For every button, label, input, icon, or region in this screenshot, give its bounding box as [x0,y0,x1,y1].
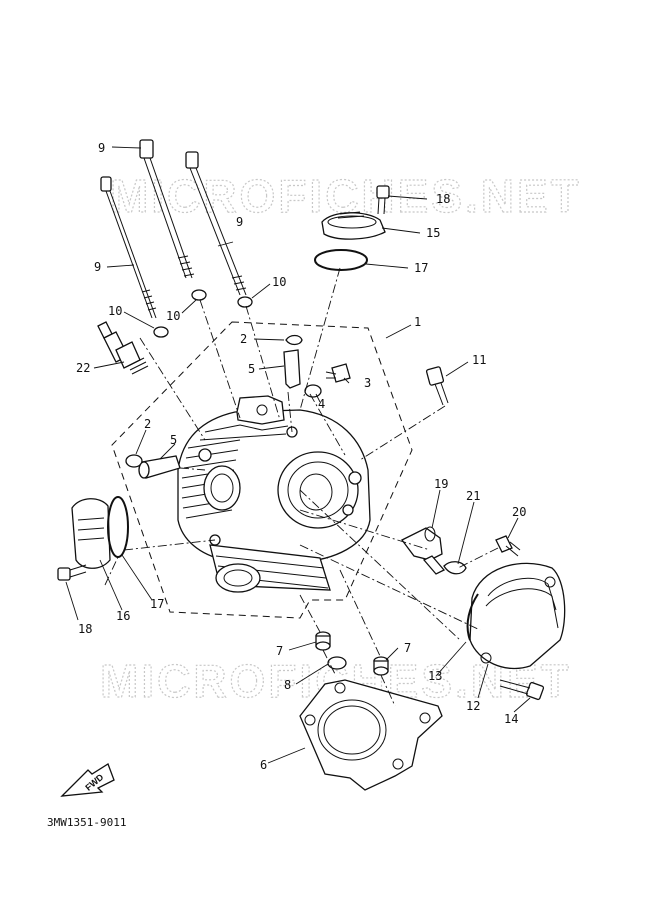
callout-9: 9 [98,141,105,155]
callout-12: 12 [466,699,480,713]
callout-9: 9 [94,260,101,274]
alignment-lines [104,267,499,707]
stud-bolt-center [139,139,195,279]
callout-1: 1 [414,315,421,329]
callout-13: 13 [428,669,442,683]
o-ring-right [466,593,479,641]
bolt-3 [325,363,351,383]
callout-10: 10 [166,309,180,323]
bolt-14 [499,679,545,701]
washer-left [153,326,169,338]
gasket-21 [443,561,467,575]
leader-lines [65,146,531,764]
callout-4: 4 [318,397,325,411]
callout-10: 10 [108,304,122,318]
side-cover-left [71,498,111,569]
callout-5: 5 [248,362,255,376]
breather-elbow [401,526,446,575]
callout-19: 19 [434,477,448,491]
callout-7: 7 [276,644,283,658]
bolt-18-top [376,185,390,215]
dowel-right [373,656,389,676]
stud-bolt-right [185,151,247,296]
callout-20: 20 [512,505,526,519]
o-ring-top [314,249,368,271]
callout-8: 8 [284,678,291,692]
washer-4 [304,384,322,398]
callout-2: 2 [144,417,151,431]
washer-right [237,296,253,308]
callout-22: 22 [76,361,90,375]
callout-18: 18 [436,192,450,206]
cylinder-head [177,395,371,593]
bolt-20 [495,535,521,557]
clip-top [285,334,303,346]
callout-11: 11 [472,353,486,367]
callout-14: 14 [504,712,518,726]
callout-2: 2 [240,332,247,346]
washer-center [191,289,207,301]
clip-left [125,454,143,468]
callout-5: 5 [170,433,177,447]
callout-10: 10 [272,275,286,289]
cylinder-head-assembly-outline [111,321,413,619]
callout-labels: 9 9 9 10 10 10 2 5 22 3 4 11 2 5 18 15 1… [76,141,526,772]
callout-18: 18 [78,622,92,636]
stud-bolt-left [100,176,157,319]
dowel-left [315,631,331,651]
valve-guide-top [283,349,301,389]
spark-plug [97,321,149,375]
washer-8 [327,656,347,670]
side-cover-right [469,562,566,670]
bolt-18-left [57,564,87,581]
callout-3: 3 [364,376,371,390]
callout-15: 15 [426,226,440,240]
callout-9: 9 [236,215,243,229]
tappet-cover-top [321,211,386,240]
callout-7: 7 [404,641,411,655]
callout-17: 17 [414,261,428,275]
o-ring-left [107,496,129,558]
callout-21: 21 [466,489,480,503]
callout-16: 16 [116,609,130,623]
callout-17: 17 [150,597,164,611]
callout-6: 6 [260,758,267,772]
cylinder-head-gasket [299,679,443,791]
bolt-11 [425,366,449,406]
drawing-code: 3MW1351-9011 [47,816,126,829]
fwd-arrow-icon: FWD [60,763,115,797]
